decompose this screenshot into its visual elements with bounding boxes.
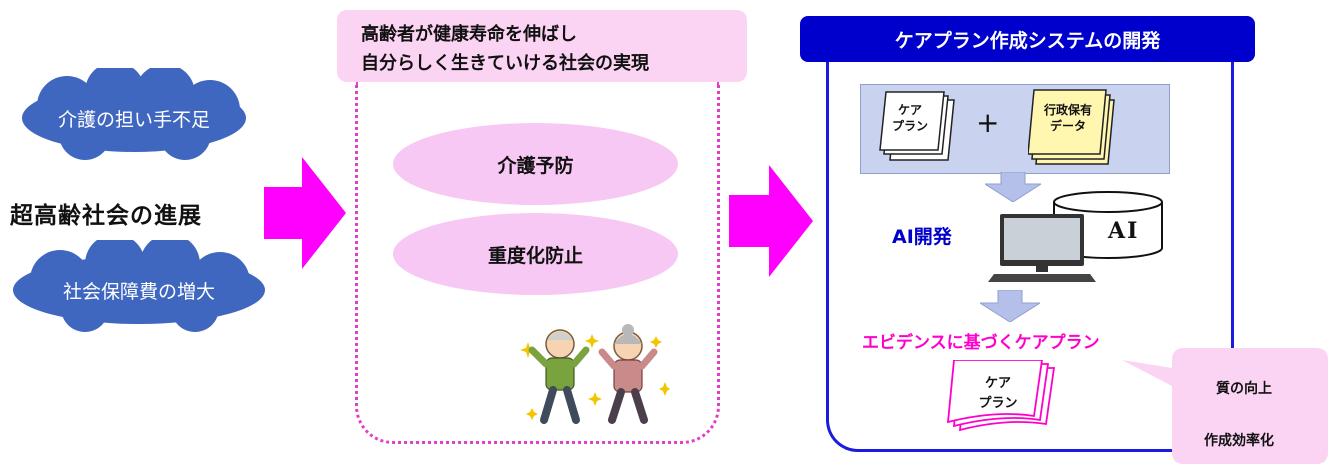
output-doc-line-1: ケア bbox=[984, 376, 1011, 391]
goal-line-1: 高齢者が健康寿命を伸ばし bbox=[361, 24, 577, 45]
goal-line-2: 自分らしく生きていける社会の実現 bbox=[361, 53, 649, 74]
document-stack-icon bbox=[946, 359, 1056, 432]
speech-bubble-icon bbox=[1122, 348, 1328, 464]
computer bbox=[988, 212, 1096, 288]
cloud-care-shortage: 介護の担い手不足 bbox=[15, 68, 253, 162]
cloud-social-security: 社会保障費の増大 bbox=[5, 240, 273, 334]
system-header: ケアプラン作成システムの開発 bbox=[800, 16, 1255, 62]
down-arrow-icon bbox=[978, 289, 1042, 323]
callout-quality-improvement: 質の向上 bbox=[1216, 381, 1272, 397]
flow-arrow-1 bbox=[264, 157, 346, 269]
admin-data-doc-stack: 行政保有 データ bbox=[1027, 88, 1120, 170]
cloud-care-shortage-label: 介護の担い手不足 bbox=[57, 109, 210, 131]
admin-data-doc-line-1: 行政保有 bbox=[1043, 103, 1092, 117]
down-arrow-2 bbox=[978, 289, 1042, 326]
cloud-shape-icon bbox=[22, 68, 246, 160]
callout-efficiency: 作成効率化 bbox=[1204, 433, 1274, 449]
care-plan-doc-line-1: ケア bbox=[897, 103, 922, 117]
goal-dotted-frame bbox=[355, 82, 720, 444]
system-frame bbox=[826, 60, 1234, 452]
system-header-label: ケアプラン作成システムの開発 bbox=[894, 29, 1161, 52]
output-doc-line-2: プラン bbox=[978, 396, 1018, 411]
elderly-people-icon bbox=[520, 324, 670, 424]
ellipse-care-prevention: 介護予防 bbox=[393, 123, 678, 205]
aging-society-title: 超高齢社会の進展 bbox=[10, 203, 202, 229]
down-arrow-1 bbox=[983, 171, 1043, 206]
admin-data-doc-line-2: データ bbox=[1049, 119, 1086, 133]
severity-prevention-label: 重度化防止 bbox=[487, 244, 583, 267]
elderly-couple-illustration bbox=[520, 322, 670, 431]
output-care-plan-doc-stack: ケア プラン bbox=[946, 359, 1058, 438]
ai-logo-text: AI bbox=[1108, 218, 1140, 244]
right-arrow-icon bbox=[264, 157, 346, 269]
down-arrow-icon bbox=[983, 171, 1043, 203]
ellipse-severity-prevention: 重度化防止 bbox=[393, 213, 678, 295]
care-plan-doc-line-2: プラン bbox=[891, 119, 928, 133]
flow-arrow-2 bbox=[729, 165, 813, 277]
benefit-callout: 質の向上 作成効率化 bbox=[1120, 346, 1330, 470]
document-stack-icon bbox=[879, 91, 955, 161]
care-prevention-label: 介護予防 bbox=[497, 154, 574, 177]
cloud-shape-icon bbox=[13, 240, 265, 332]
plus-sign: + bbox=[976, 106, 1000, 139]
document-stack-icon bbox=[1027, 89, 1115, 165]
ai-development-label: AI開発 bbox=[892, 226, 952, 248]
evidence-based-care-plan: エビデンスに基づくケアプラン bbox=[862, 333, 1100, 353]
goal-box: 高齢者が健康寿命を伸ばし 自分らしく生きていける社会の実現 bbox=[337, 10, 747, 82]
cloud-social-security-label: 社会保障費の増大 bbox=[62, 281, 215, 303]
right-arrow-icon bbox=[729, 165, 813, 277]
computer-icon bbox=[988, 214, 1096, 282]
care-plan-doc-stack: ケア プラン bbox=[878, 90, 960, 166]
